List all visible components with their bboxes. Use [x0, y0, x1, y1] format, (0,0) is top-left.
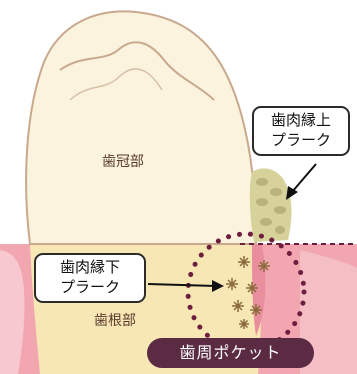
tooth-crown [26, 11, 256, 244]
supragingival-callout-line2: プラーク [258, 130, 344, 150]
subgingival-callout-line1: 歯肉縁下 [40, 257, 140, 277]
supragingival-arrow [286, 164, 316, 200]
periodontal-pocket-label: 歯周ポケット [147, 338, 314, 368]
subgingival-plaque-callout: 歯肉縁下 プラーク [34, 253, 146, 303]
supragingival-callout-line1: 歯肉縁上 [258, 110, 344, 130]
subgingival-callout-line2: プラーク [40, 277, 140, 297]
root-label: 歯根部 [94, 310, 136, 330]
supragingival-plaque [250, 168, 292, 242]
supragingival-plaque-callout: 歯肉縁上 プラーク [252, 106, 350, 156]
crown-label: 歯冠部 [102, 151, 144, 171]
